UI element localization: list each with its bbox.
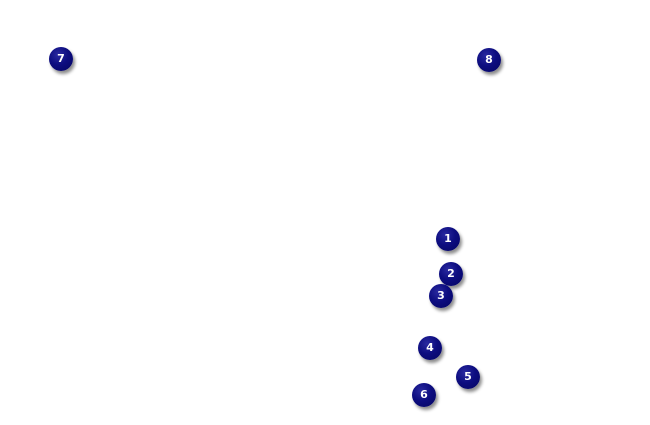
marker-8[interactable]: 8 <box>477 48 501 72</box>
marker-7[interactable]: 7 <box>49 47 73 71</box>
marker-1[interactable]: 1 <box>436 227 460 251</box>
marker-4[interactable]: 4 <box>418 336 442 360</box>
marker-6[interactable]: 6 <box>412 383 436 407</box>
marker-3[interactable]: 3 <box>429 284 453 308</box>
marker-5[interactable]: 5 <box>456 365 480 389</box>
marker-2[interactable]: 2 <box>439 262 463 286</box>
